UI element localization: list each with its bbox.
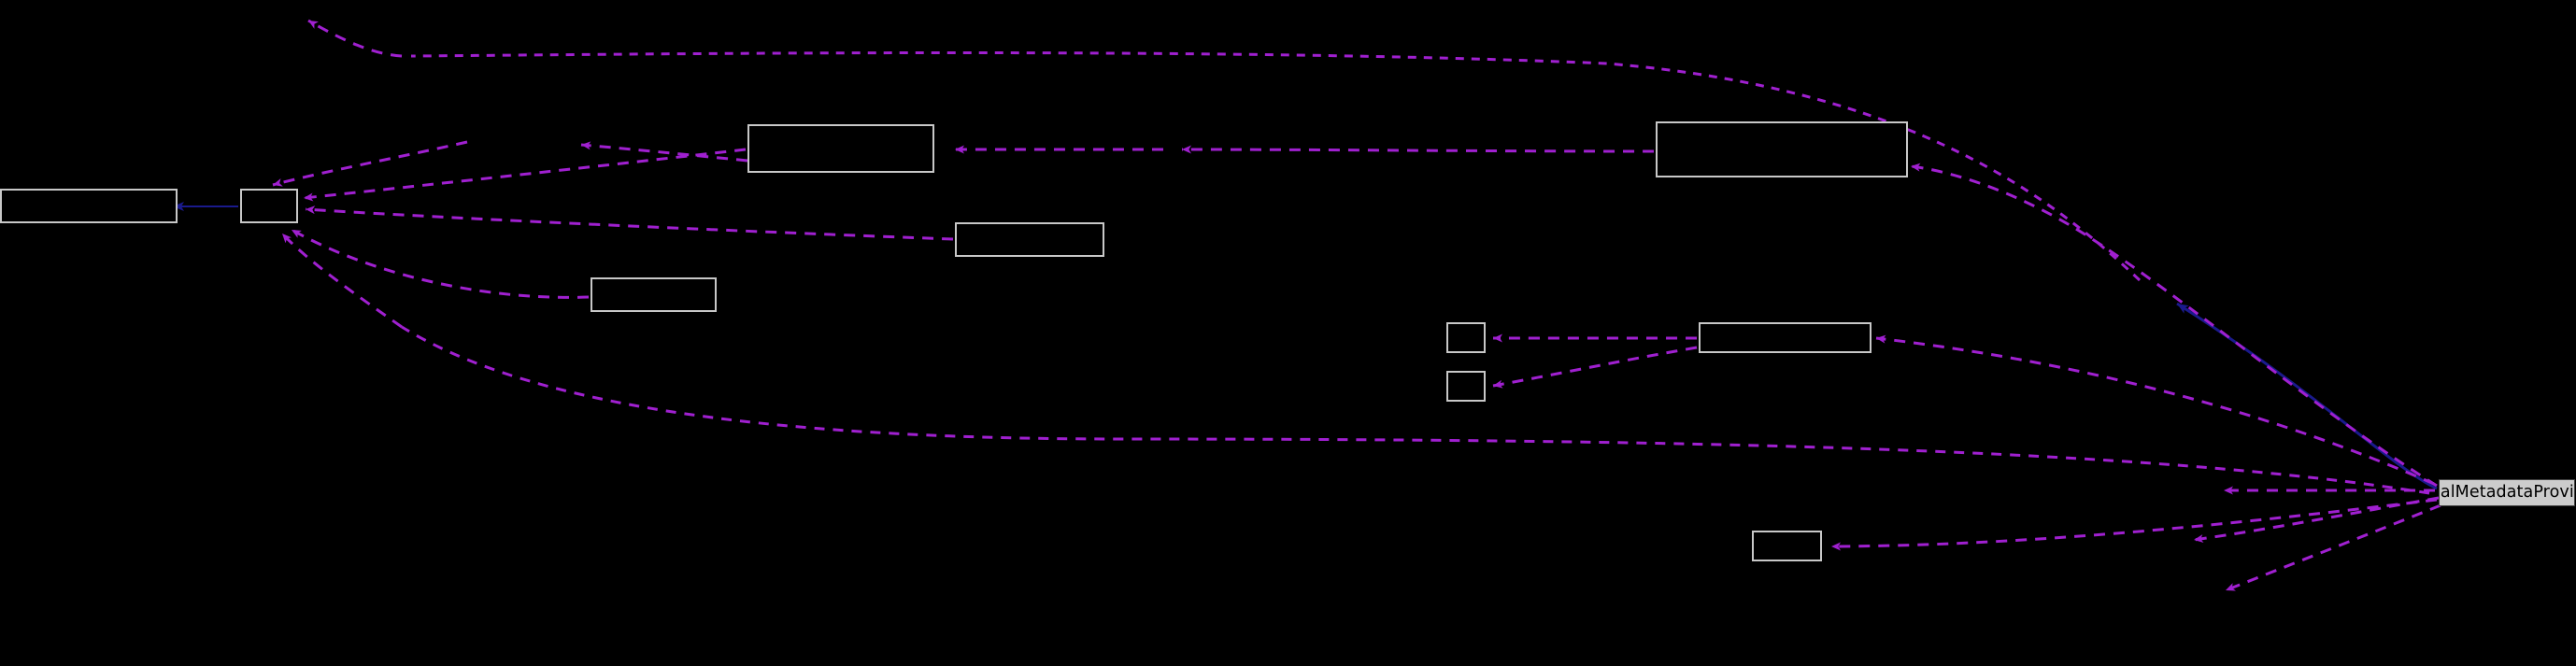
edge-usage-provider-to-n5 xyxy=(1910,163,2438,488)
graph-node-small-upper[interactable] xyxy=(1446,322,1486,353)
edge-usage-n5-to-n2 xyxy=(1181,145,1655,154)
edge-usage-n3-to-hub xyxy=(305,205,954,241)
edge-group-usage xyxy=(272,19,2441,592)
edge-usage-provider-to-hub-lower xyxy=(401,325,2430,495)
graph-node-row3-left[interactable] xyxy=(591,277,717,312)
graph-node-small-lower[interactable] xyxy=(1446,371,1486,402)
graph-node-local-metadata-provider[interactable]: LocalMetadataProvider xyxy=(2439,479,2575,506)
graph-node-base[interactable] xyxy=(0,189,178,223)
graph-node-row1-right[interactable] xyxy=(1656,121,1908,177)
edge-usage-n4-to-hub xyxy=(291,228,590,299)
edge-usage-n8-to-n7 xyxy=(1492,346,1698,389)
graph-node-bottom-center[interactable] xyxy=(1752,531,1822,561)
edge-usage-lowersweep-head xyxy=(280,232,403,329)
edge-group-inheritance xyxy=(173,202,2438,490)
edge-usage-fan-right-3 xyxy=(2225,503,2441,592)
edge-usage-fan-right-2 xyxy=(2193,496,2440,544)
graph-node-row4-right[interactable] xyxy=(1699,322,1872,353)
edge-usage-midfan-upper xyxy=(580,141,748,163)
graph-node-hub[interactable] xyxy=(240,189,298,223)
graph-node-row1-center[interactable] xyxy=(747,124,934,173)
edge-usage-top-long xyxy=(410,51,2142,282)
edge-usage-provider-to-n8 xyxy=(1875,334,2435,486)
graph-node-label: LocalMetadataProvider xyxy=(2440,482,2574,502)
edge-usage-n2-to-hub xyxy=(303,148,747,202)
edge-usage-provider-to-n9 xyxy=(1830,498,2438,551)
graph-node-row2-center[interactable] xyxy=(955,222,1104,257)
edge-usage-into-hub-top xyxy=(272,140,468,187)
edge-usage-top-to-hubtop xyxy=(307,19,403,58)
